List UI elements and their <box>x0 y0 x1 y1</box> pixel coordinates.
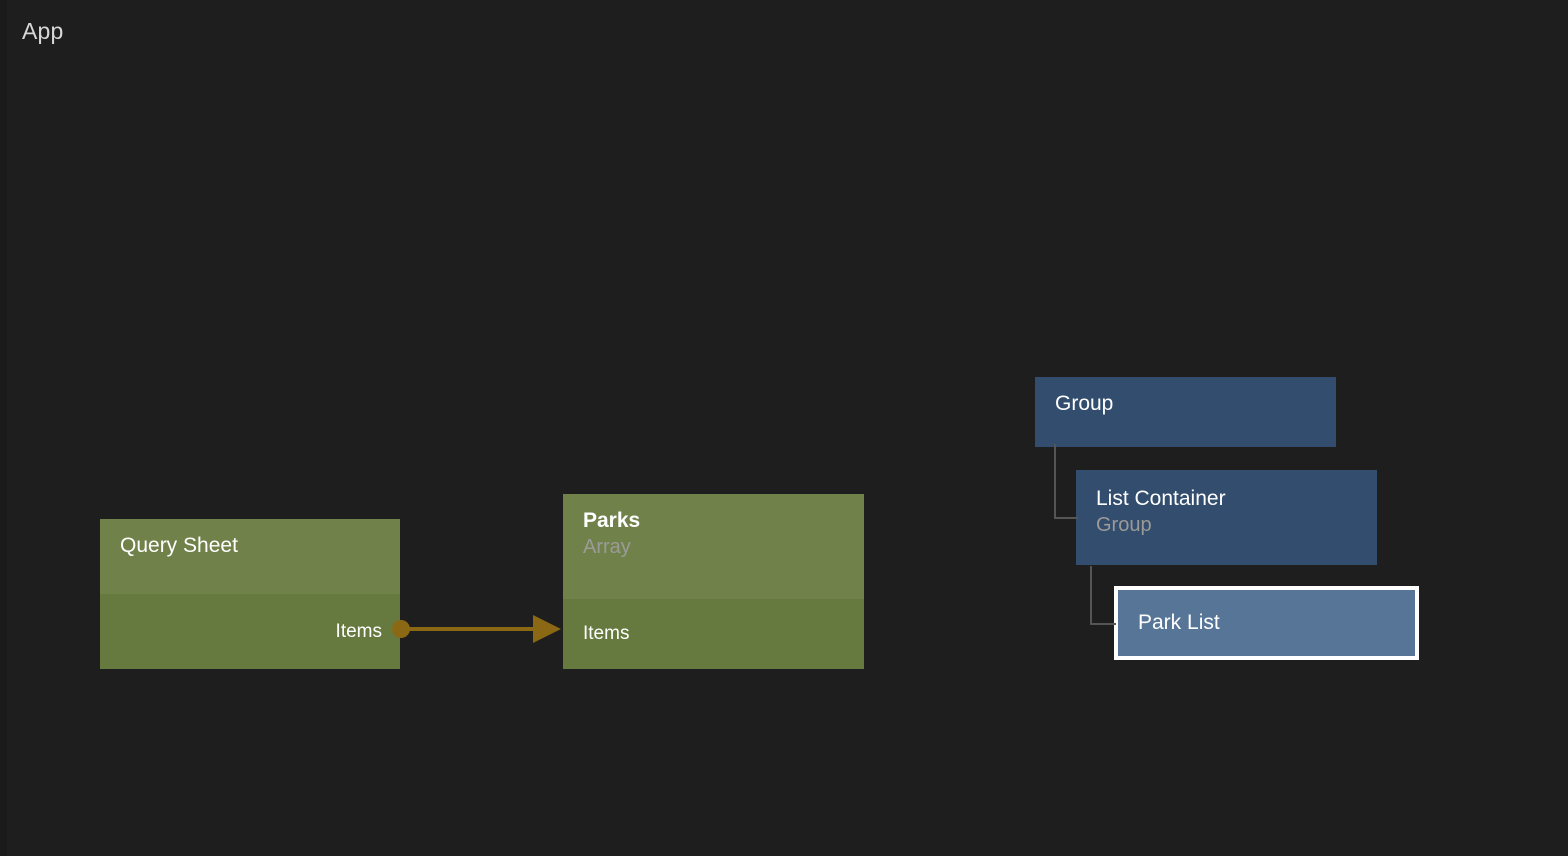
node-list-container[interactable]: List Container Group <box>1076 470 1377 565</box>
node-query-sheet-title: Query Sheet <box>120 534 238 557</box>
node-list-container-title: List Container <box>1096 487 1226 510</box>
connection-items-to-items[interactable] <box>392 615 561 643</box>
node-parks-subtitle: Array <box>583 536 631 558</box>
node-list-container-header[interactable]: List Container Group <box>1076 470 1377 565</box>
node-parks-title: Parks <box>583 509 641 532</box>
node-group[interactable]: Group <box>1035 377 1336 447</box>
node-parks-port-items[interactable]: Items <box>563 599 864 669</box>
node-query-sheet-header[interactable]: Query Sheet <box>100 519 400 594</box>
node-query-sheet-body[interactable]: Items <box>100 594 400 669</box>
node-park-list-header[interactable]: Park List <box>1118 590 1415 656</box>
tree-link-group-to-list-container <box>1054 444 1078 519</box>
node-park-list-title: Park List <box>1138 611 1220 634</box>
node-park-list[interactable]: Park List <box>1114 586 1419 660</box>
port-label-items: Items <box>335 620 382 642</box>
canvas-left-gutter <box>0 0 7 856</box>
tree-link-list-container-to-park-list <box>1090 566 1116 625</box>
node-list-container-subtitle: Group <box>1096 514 1152 536</box>
node-query-sheet-port-items[interactable]: Items <box>100 594 400 669</box>
node-parks-body[interactable]: Items <box>563 599 864 669</box>
page-title: App <box>22 18 64 44</box>
node-parks[interactable]: Parks Array Items <box>563 494 864 669</box>
port-label-items: Items <box>583 623 630 644</box>
node-group-header[interactable]: Group <box>1035 377 1336 447</box>
node-group-title: Group <box>1055 392 1114 415</box>
node-parks-header[interactable]: Parks Array <box>563 494 864 599</box>
node-query-sheet[interactable]: Query Sheet Items <box>100 519 400 669</box>
